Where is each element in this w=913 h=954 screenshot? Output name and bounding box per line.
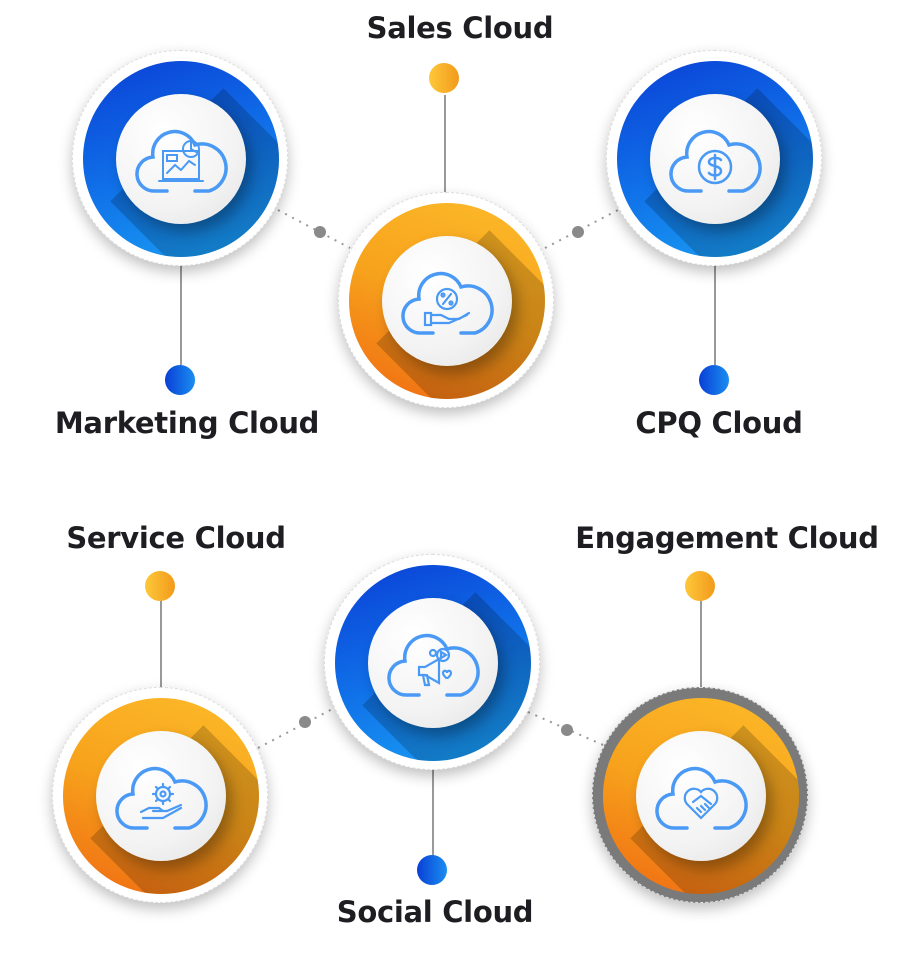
cpq-cloud-label: CPQ Cloud bbox=[635, 406, 803, 440]
connector-line bbox=[160, 600, 162, 695]
cloud-analytics-laptop-icon bbox=[135, 129, 228, 193]
engagement-marker-dot bbox=[685, 571, 715, 601]
marketing-cloud-label: Marketing Cloud bbox=[54, 406, 320, 440]
cpq-marker-dot bbox=[699, 365, 729, 395]
sales-marker-dot bbox=[429, 63, 459, 93]
marketing-marker-dot bbox=[165, 365, 195, 395]
cloud-megaphone-icon bbox=[387, 633, 480, 697]
service-cloud-node[interactable] bbox=[52, 687, 268, 903]
cloud-gear-hand-icon bbox=[115, 766, 208, 830]
engagement-cloud-label: Engagement Cloud bbox=[575, 521, 879, 555]
marketing-cloud-node[interactable] bbox=[72, 50, 288, 266]
service-cloud-label: Service Cloud bbox=[66, 521, 286, 555]
connector-dot bbox=[314, 226, 326, 238]
connector-line bbox=[714, 265, 716, 365]
connector-dot bbox=[299, 716, 311, 728]
connector-line bbox=[444, 95, 446, 195]
connector-dot bbox=[572, 226, 584, 238]
sales-cloud-label: Sales Cloud bbox=[366, 11, 554, 45]
sales-cloud-node[interactable] bbox=[338, 192, 554, 408]
cloud-discount-hand-icon bbox=[401, 271, 494, 335]
cloud-handshake-heart-icon bbox=[655, 766, 748, 830]
social-cloud-label: Social Cloud bbox=[336, 895, 534, 929]
cpq-cloud-node[interactable] bbox=[606, 50, 822, 266]
connector-dot bbox=[561, 724, 573, 736]
connector-line bbox=[700, 600, 702, 695]
service-marker-dot bbox=[145, 571, 175, 601]
connector-line bbox=[180, 265, 182, 365]
social-marker-dot bbox=[417, 855, 447, 885]
connector-line bbox=[432, 765, 434, 857]
social-cloud-node[interactable] bbox=[324, 554, 540, 770]
cloud-dollar-icon bbox=[669, 129, 762, 193]
engagement-cloud-node[interactable] bbox=[592, 687, 808, 903]
